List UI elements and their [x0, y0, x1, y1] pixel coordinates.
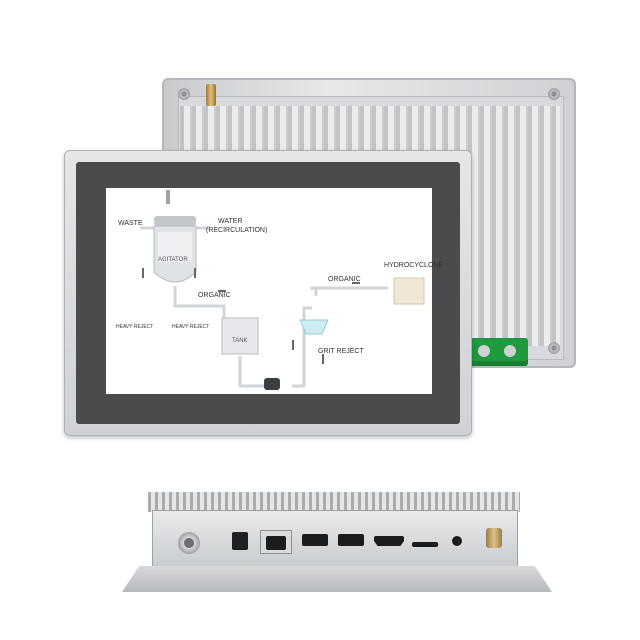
screw-icon: [178, 88, 190, 100]
io-panel: [152, 510, 518, 568]
bottom-heatsink-fins: [148, 492, 520, 512]
agitator-label: AGITATOR: [158, 257, 188, 263]
audio-jack-icon: [452, 536, 462, 546]
terminal-block-icon: [470, 338, 528, 366]
sd-card-slot-icon: [412, 542, 438, 547]
screw-icon: [548, 88, 560, 100]
tank-vessel: [221, 317, 259, 355]
water-recirculation-label: (RECIRCULATION): [206, 227, 268, 234]
process-diagram: [140, 190, 425, 390]
agitator-vessel: [153, 190, 197, 283]
dc-jack-icon: [232, 532, 248, 550]
waste-label: WASTE: [118, 220, 143, 227]
heavy-reject-label-2: HEAVY REJECT: [172, 324, 210, 330]
organic-mid-label: ORGANIC: [198, 292, 231, 299]
usb-port-icon: [302, 534, 328, 546]
tank-label: TANK: [232, 338, 248, 344]
screw-icon: [548, 342, 560, 354]
usb-port-icon: [338, 534, 364, 546]
io-base-flange: [122, 566, 552, 592]
touch-screen[interactable]: WASTE WATER (RECIRCULATION) AGITATOR ORG…: [106, 188, 443, 394]
hydrocyclone-label: HYDROCYCLONE: [384, 262, 444, 269]
power-button-icon[interactable]: [178, 532, 200, 554]
antenna-connector-icon: [206, 84, 216, 106]
heavy-reject-label-1: HEAVY REJECT: [116, 324, 154, 330]
grit-reject-label: GRIT REJECT: [318, 348, 364, 355]
water-label: WATER: [218, 218, 243, 225]
organic-top-label: ORGANIC: [328, 276, 361, 283]
hdmi-port-icon: [374, 536, 404, 546]
antenna-connector-icon: [486, 528, 502, 548]
ethernet-port-icon: [260, 530, 292, 554]
pump-icon: [264, 378, 280, 390]
